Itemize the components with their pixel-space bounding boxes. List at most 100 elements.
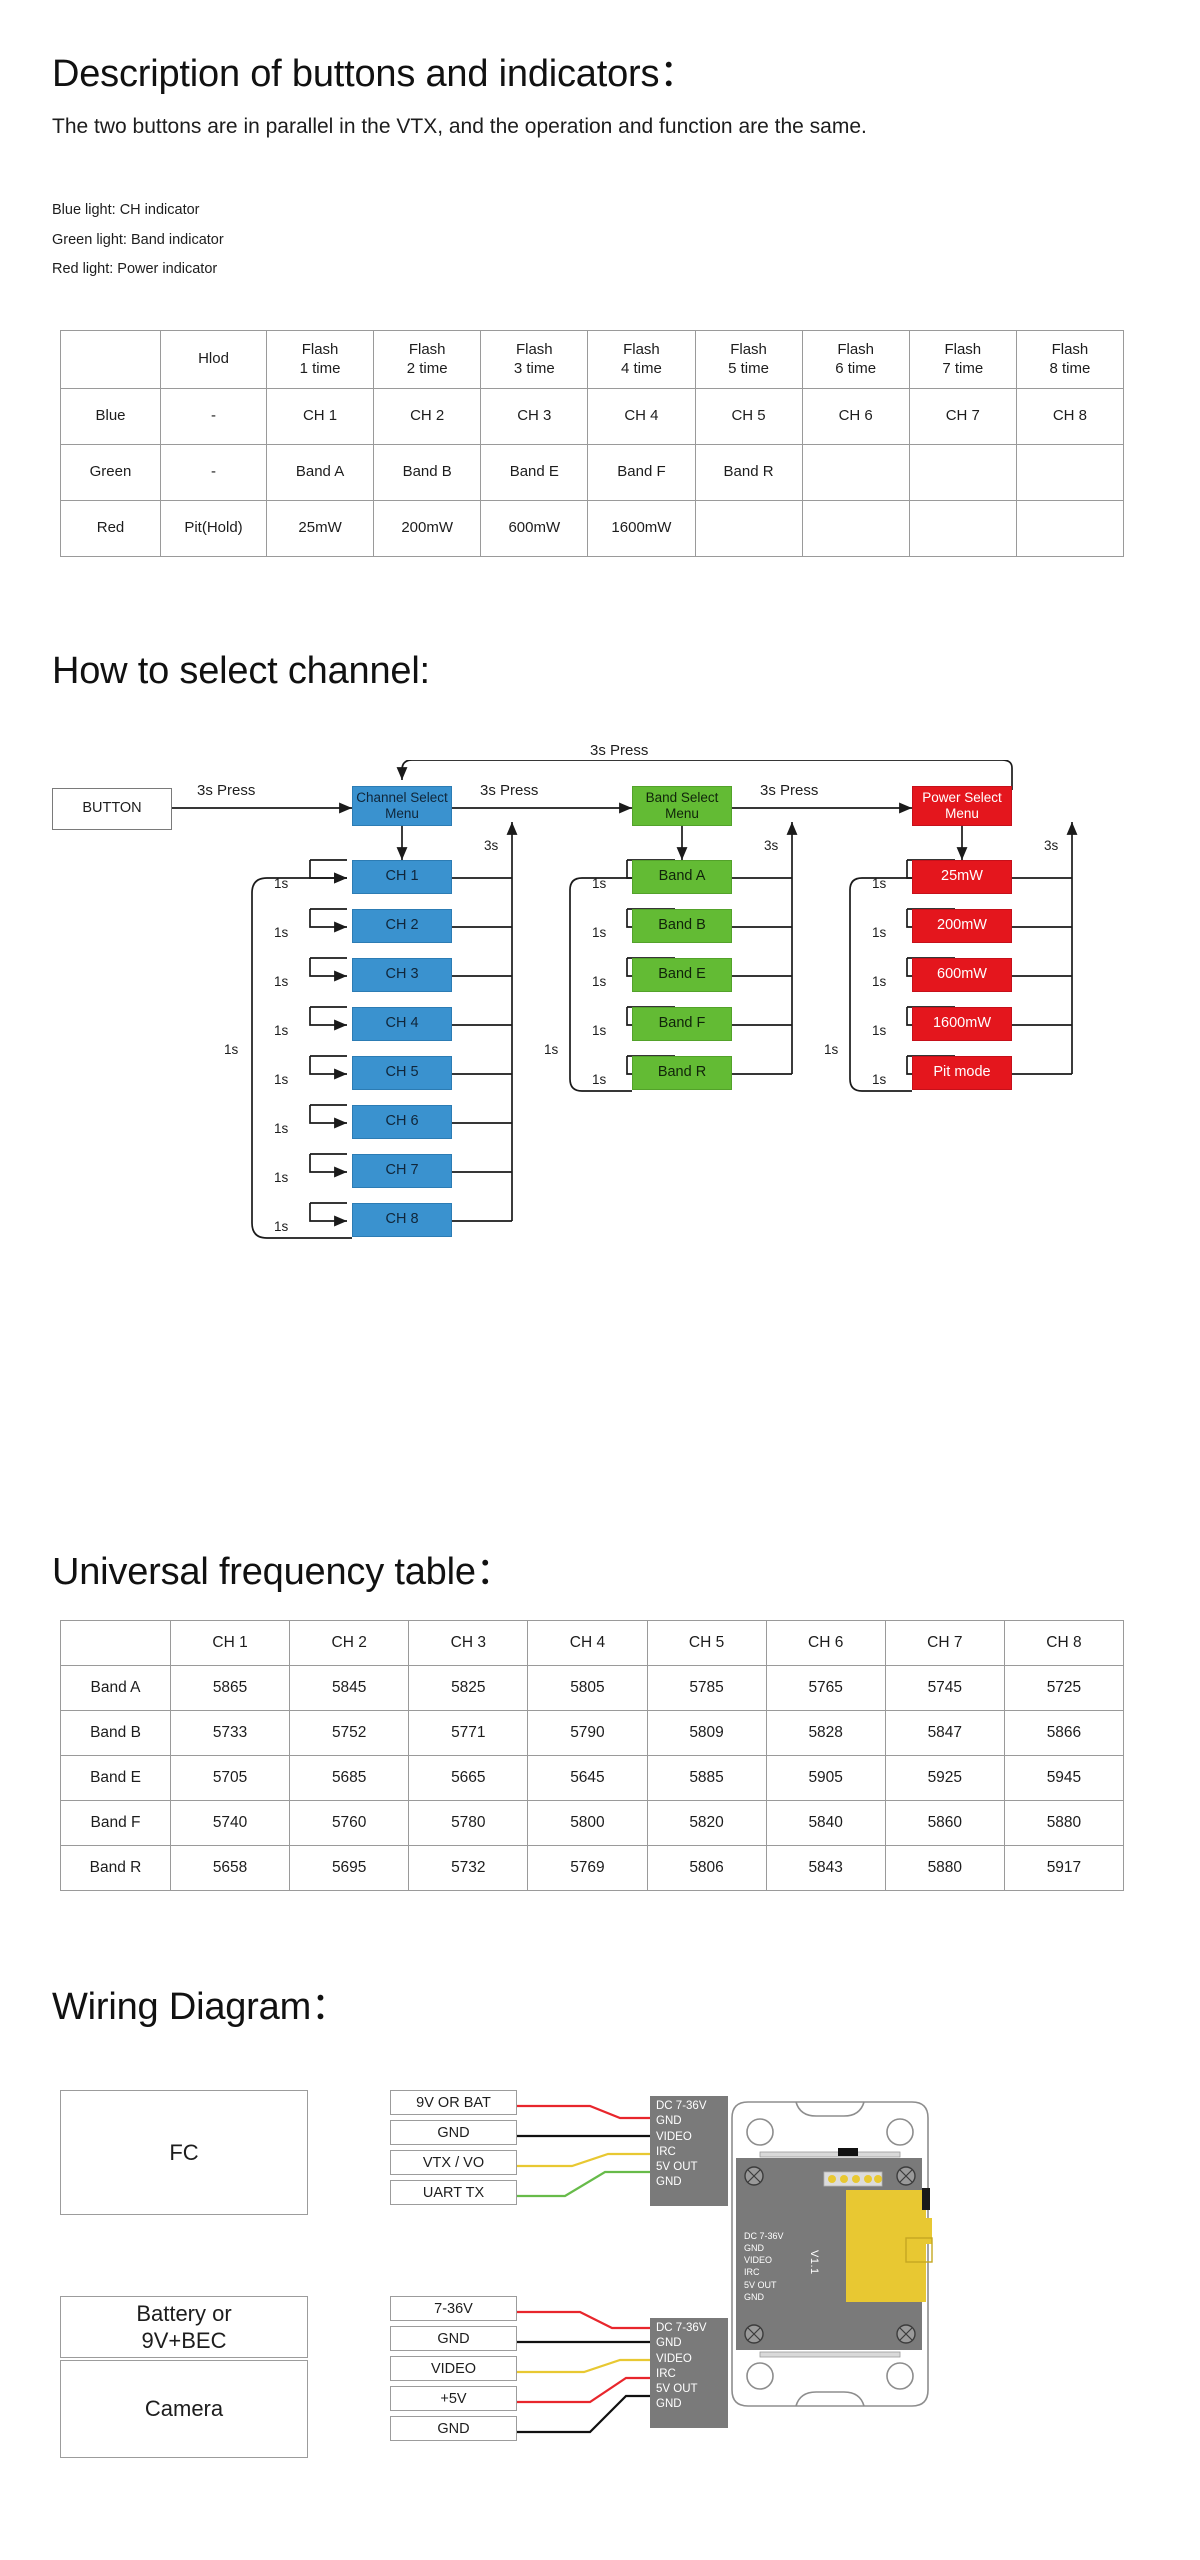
freq-row-label: Band A <box>60 1665 171 1711</box>
flow-label-step: 1s <box>274 1219 289 1234</box>
indicator-cell: 25mW <box>265 500 375 557</box>
flow-node-channel-7[interactable]: CH 7 <box>352 1154 452 1188</box>
vtx-pin-upper-dc-7-36v: DC 7-36V <box>656 2100 707 2112</box>
flowchart-connectors <box>172 760 1078 1239</box>
flow-node-band-1[interactable]: Band A <box>632 860 732 894</box>
freq-cell: 5945 <box>1003 1755 1125 1801</box>
flow-node-band-2[interactable]: Band B <box>632 909 732 943</box>
flow-node-channel-2[interactable]: CH 2 <box>352 909 452 943</box>
device-pin--5v: +5V <box>390 2386 517 2411</box>
wire-power-upper <box>517 2104 650 2120</box>
flow-node-channel-5[interactable]: CH 5 <box>352 1056 452 1090</box>
wire-power-lower <box>517 2310 650 2330</box>
flow-label-step: 1s <box>872 876 887 891</box>
freq-header-cell: CH 4 <box>527 1620 648 1666</box>
freq-cell: 5790 <box>527 1710 648 1756</box>
legend-item-red: Red light: Power indicator <box>52 261 218 278</box>
indicator-cell: - <box>160 444 267 501</box>
freq-cell: 5745 <box>884 1665 1005 1711</box>
indicator-cell: Band B <box>373 444 482 501</box>
flow-node-channel-4[interactable]: CH 4 <box>352 1007 452 1041</box>
indicator-cell: Band E <box>480 444 589 501</box>
flow-node-band-4[interactable]: Band F <box>632 1007 732 1041</box>
flow-node-channel-6[interactable]: CH 6 <box>352 1105 452 1139</box>
flow-node-channel-1[interactable]: CH 1 <box>352 860 452 894</box>
indicator-cell: - <box>160 388 267 445</box>
indicator-header-cell: Flash 6 time <box>801 330 910 389</box>
flow-node-power-5[interactable]: Pit mode <box>912 1056 1012 1090</box>
vtx-pin-lower-gnd: GND <box>656 2398 682 2411</box>
page-title-channel: How to select channel: <box>52 650 430 692</box>
flow-node-band-5[interactable]: Band R <box>632 1056 732 1090</box>
indicator-header-cell: Flash 8 time <box>1015 330 1125 389</box>
freq-cell: 5866 <box>1003 1710 1125 1756</box>
wire-video-lower <box>517 2358 650 2374</box>
freq-cell: 5885 <box>646 1755 767 1801</box>
flow-node-power-4[interactable]: 1600mW <box>912 1007 1012 1041</box>
flow-node-channel-menu[interactable]: Channel Select Menu <box>352 786 452 826</box>
flow-node-power-menu[interactable]: Power Select Menu <box>912 786 1012 826</box>
freq-cell: 5905 <box>765 1755 886 1801</box>
wire-5v-lower <box>517 2376 650 2404</box>
freq-row-label: Band E <box>60 1755 171 1801</box>
indicator-cell: Band R <box>694 444 803 501</box>
indicator-header-cell: Hlod <box>160 330 267 389</box>
flow-label-loop-channel: 1s <box>224 1042 239 1057</box>
freq-cell: 5733 <box>169 1710 291 1756</box>
flow-node-power-2[interactable]: 200mW <box>912 909 1012 943</box>
board-pin-gnd: GND <box>744 2243 764 2254</box>
indicator-header-cell: Flash 3 time <box>480 330 589 389</box>
freq-header-cell: CH 2 <box>289 1620 410 1666</box>
indicator-cell <box>1015 500 1125 557</box>
freq-cell: 5809 <box>646 1710 767 1756</box>
board-pin-gnd: GND <box>744 2291 764 2302</box>
flow-label-back-2: 3s <box>764 838 779 853</box>
indicator-cell: Band A <box>265 444 375 501</box>
flow-node-channel-3[interactable]: CH 3 <box>352 958 452 992</box>
freq-cell: 5860 <box>884 1800 1005 1846</box>
flow-node-power-1[interactable]: 25mW <box>912 860 1012 894</box>
flow-node-band-menu[interactable]: Band Select Menu <box>632 786 732 826</box>
wiring-block-camera: Camera <box>60 2360 308 2458</box>
flow-node-channel-8[interactable]: CH 8 <box>352 1203 452 1237</box>
freq-cell: 5780 <box>408 1800 529 1846</box>
flow-label-step: 1s <box>274 925 289 940</box>
flow-node-band-3[interactable]: Band E <box>632 958 732 992</box>
indicator-cell: 200mW <box>373 500 482 557</box>
freq-cell: 5820 <box>646 1800 767 1846</box>
page-title-wiring: Wiring Diagram： <box>52 1986 349 2028</box>
wire-gnd-lower-2 <box>517 2394 650 2434</box>
legend-item-green: Green light: Band indicator <box>52 231 224 248</box>
wire-video-upper <box>517 2152 650 2168</box>
indicator-cell: CH 7 <box>908 388 1017 445</box>
board-pin-irc: IRC <box>744 2267 760 2278</box>
indicator-row-label: Red <box>60 500 161 557</box>
freq-header-cell: CH 5 <box>646 1620 767 1666</box>
flow-label-back-3: 3s <box>1044 838 1059 853</box>
vtx-board-illustration <box>731 2101 933 2407</box>
flow-label-step: 1s <box>274 1170 289 1185</box>
flow-node-power-3[interactable]: 600mW <box>912 958 1012 992</box>
indicator-cell <box>1015 444 1125 501</box>
legend-item-blue: Blue light: CH indicator <box>52 202 200 218</box>
vtx-pin-lower-irc: IRC <box>656 2367 676 2380</box>
flow-label-loop-power: 1s <box>824 1042 839 1057</box>
freq-cell: 5765 <box>765 1665 886 1711</box>
indicator-row-label: Green <box>60 444 161 501</box>
indicator-row-label: Blue <box>60 388 161 445</box>
board-version-label: V1.1 <box>808 2250 820 2275</box>
flow-node-button[interactable]: BUTTON <box>52 788 172 830</box>
freq-cell: 5785 <box>646 1665 767 1711</box>
indicator-header-cell <box>60 330 161 389</box>
freq-cell: 5645 <box>527 1755 648 1801</box>
